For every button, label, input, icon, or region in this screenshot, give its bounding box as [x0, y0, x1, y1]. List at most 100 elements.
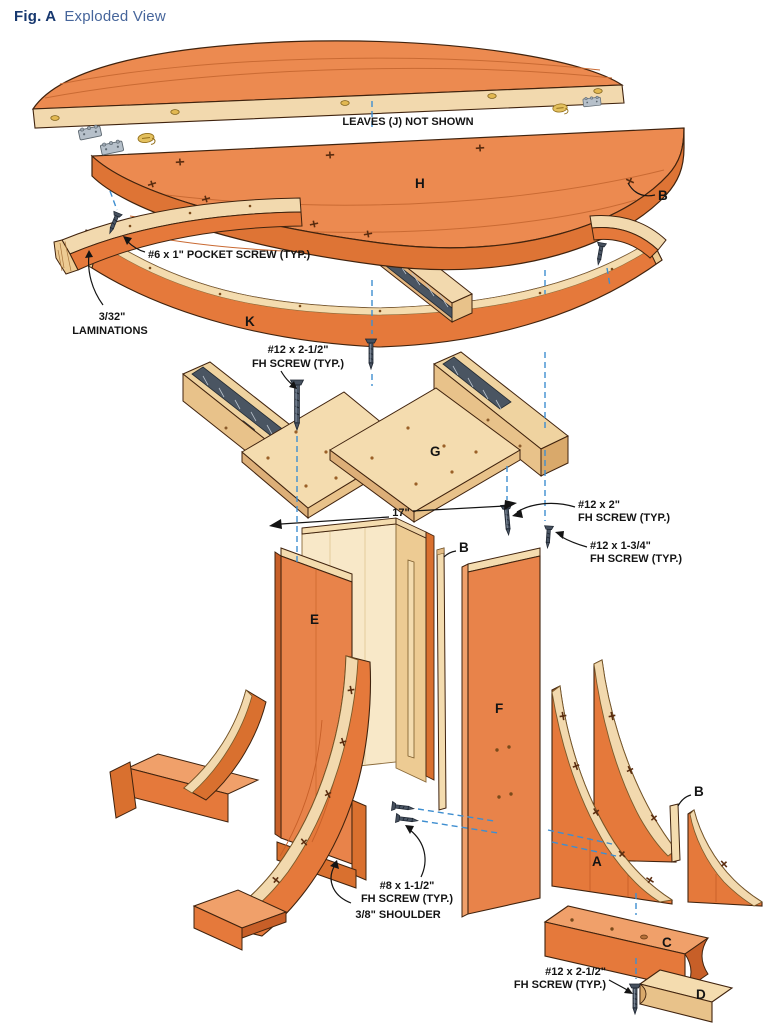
fh-screw-8-line1: #8 x 1-1/2"	[380, 880, 435, 892]
lamination-segment-right	[589, 215, 667, 259]
hinge-icon	[582, 95, 602, 108]
text-annotations: LEAVES (J) NOT SHOWN #6 x 1" POCKET SCRE…	[72, 116, 682, 991]
foot-hole	[610, 927, 614, 931]
slide-panel-right	[329, 387, 521, 523]
guide-line	[547, 829, 613, 845]
pad-d-cove	[639, 983, 647, 1005]
figure-subtitle: Exploded View	[64, 8, 166, 25]
small-bracket-body	[687, 809, 763, 907]
plank-line	[44, 68, 613, 99]
spline-right-strip	[669, 803, 681, 863]
column-trim-strip	[351, 799, 367, 881]
part-label-b-top: B	[658, 188, 668, 203]
foot-hole	[570, 918, 574, 922]
pocket-screw	[593, 241, 607, 266]
part-label-b-center: B	[459, 540, 469, 555]
leader-fh2	[516, 502, 576, 513]
spline-groove	[407, 559, 415, 759]
small-bracket-lamination	[689, 809, 763, 907]
pocket-screw-note: #6 x 1" POCKET SCREW (TYP.)	[148, 249, 310, 261]
lamination-front-band	[591, 226, 659, 259]
foot-c-chamfer	[684, 937, 709, 991]
fh-screw-212-top-line1: #12 x 2-1/2"	[268, 344, 329, 356]
fh-screw-134-line1: #12 x 1-3/4"	[590, 540, 651, 552]
metal-slide-track	[442, 356, 512, 410]
leader-fh212-bottom	[608, 979, 630, 992]
dimension-arrow	[504, 500, 517, 510]
pedestal-base-rear	[109, 689, 267, 823]
front-foot-face	[193, 905, 243, 951]
fh-screw-2-line1: #12 x 2"	[578, 499, 620, 511]
rear-bracket-lamination	[593, 659, 677, 857]
dimension-17: 17"	[269, 500, 517, 529]
rail-hole	[486, 418, 490, 422]
foot-pad-d	[638, 969, 734, 1023]
leg-brackets-right	[551, 659, 763, 907]
leader-arrow	[123, 236, 132, 245]
plank-line	[59, 57, 601, 85]
spline-strip	[436, 547, 447, 811]
part-label-c: C	[662, 935, 672, 950]
leader-shoulder	[330, 864, 352, 904]
guide-line	[551, 841, 617, 857]
leader-arrow	[85, 250, 93, 258]
leader-laminations	[87, 253, 104, 306]
panel-f-face	[467, 555, 541, 915]
fh-screw	[500, 504, 515, 536]
leg-a-lamination	[551, 685, 674, 903]
rail-end-face	[540, 435, 569, 477]
shoulder-note: 3/8" SHOULDER	[355, 909, 440, 921]
part-label-e: E	[310, 612, 319, 627]
fh-screw	[391, 801, 415, 814]
leader-arrow	[289, 381, 297, 389]
dimension-line	[280, 516, 390, 525]
part-label-h: H	[415, 176, 425, 191]
panel-f-holes	[495, 745, 513, 799]
fh-screw	[542, 525, 554, 549]
plank-line	[105, 169, 665, 206]
fh-screw	[629, 983, 641, 1015]
tabletop-top-surface	[31, 40, 624, 110]
tabletop-h-edge-band	[91, 127, 685, 271]
hinge-icon	[77, 123, 103, 141]
lamination-lines	[57, 241, 72, 272]
rear-leg-lamination	[183, 689, 253, 794]
guide-line	[109, 190, 118, 211]
leader-arrow	[405, 825, 414, 834]
lamination-arc-left	[53, 197, 303, 275]
alignment-pin-holes	[50, 88, 603, 121]
dimension-arrow	[269, 519, 282, 529]
guide-line	[417, 808, 495, 822]
pocket-screw-holes	[128, 204, 252, 228]
laminations-note-line1: 3/32"	[99, 311, 126, 323]
assembly-guide-lines	[109, 101, 637, 979]
fh-screw-134-line2: FH SCREW (TYP.)	[590, 553, 682, 565]
fh-screw-2-line2: FH SCREW (TYP.)	[578, 512, 670, 524]
foot-counterbore	[640, 934, 648, 940]
table-latch-icon	[136, 131, 156, 147]
dimension-line	[412, 505, 506, 512]
leader-fh8	[409, 829, 426, 878]
figure-label: Fig. A	[14, 8, 57, 25]
pedestal-base-front	[192, 655, 372, 951]
column-right-edge	[425, 531, 435, 781]
leaf-hardware-left	[77, 123, 156, 156]
leader-b-top	[627, 182, 656, 197]
leader-b-right	[677, 794, 692, 807]
part-label-g: G	[430, 444, 441, 459]
part-label-b-right: B	[694, 784, 704, 799]
figure-heading: Fig. A Exploded View	[14, 8, 166, 25]
spline-center	[436, 547, 447, 811]
fh-screw	[395, 813, 419, 826]
part-label-f: F	[495, 701, 503, 716]
track-lattice	[202, 375, 289, 447]
slide-assembly	[182, 351, 569, 523]
guide-line	[606, 267, 611, 287]
rail-hole	[518, 444, 522, 448]
leader-arrow	[512, 509, 523, 518]
fh-screw-212-bottom-line1: #12 x 2-1/2"	[545, 966, 606, 978]
column-left-edge	[274, 551, 282, 839]
lamination-end-grain	[53, 239, 79, 275]
rail-hole	[224, 426, 228, 430]
